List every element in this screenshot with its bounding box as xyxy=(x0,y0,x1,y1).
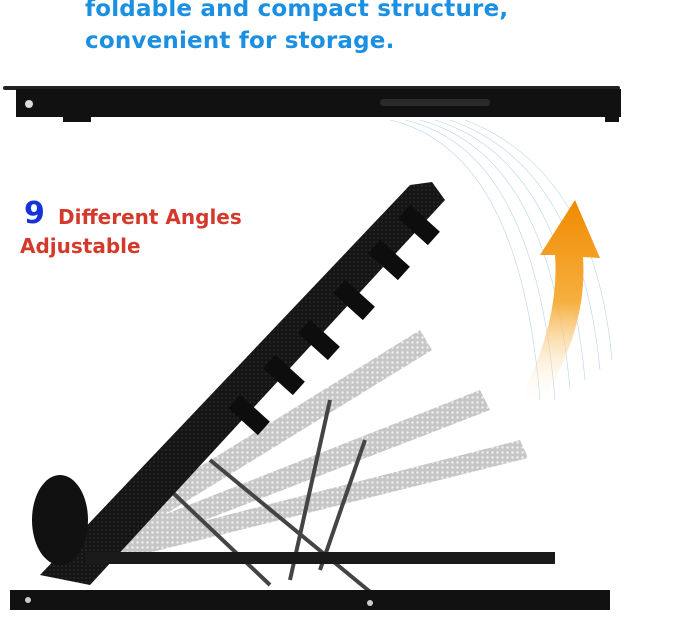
stand-base xyxy=(10,552,610,610)
headline-line-2: convenient for storage. xyxy=(85,28,395,54)
angles-caption-line-1: Different Angles xyxy=(58,205,242,229)
tilted-stand-plate xyxy=(32,182,445,585)
angle-count: 9 xyxy=(24,196,45,231)
curved-up-arrow-icon xyxy=(520,200,600,405)
headline-line-1: foldable and compact structure, xyxy=(85,0,509,22)
ghost-positions xyxy=(90,330,528,560)
angles-caption-line-2: Adjustable xyxy=(20,234,141,258)
folded-stand xyxy=(3,86,621,122)
support-legs xyxy=(168,399,382,602)
